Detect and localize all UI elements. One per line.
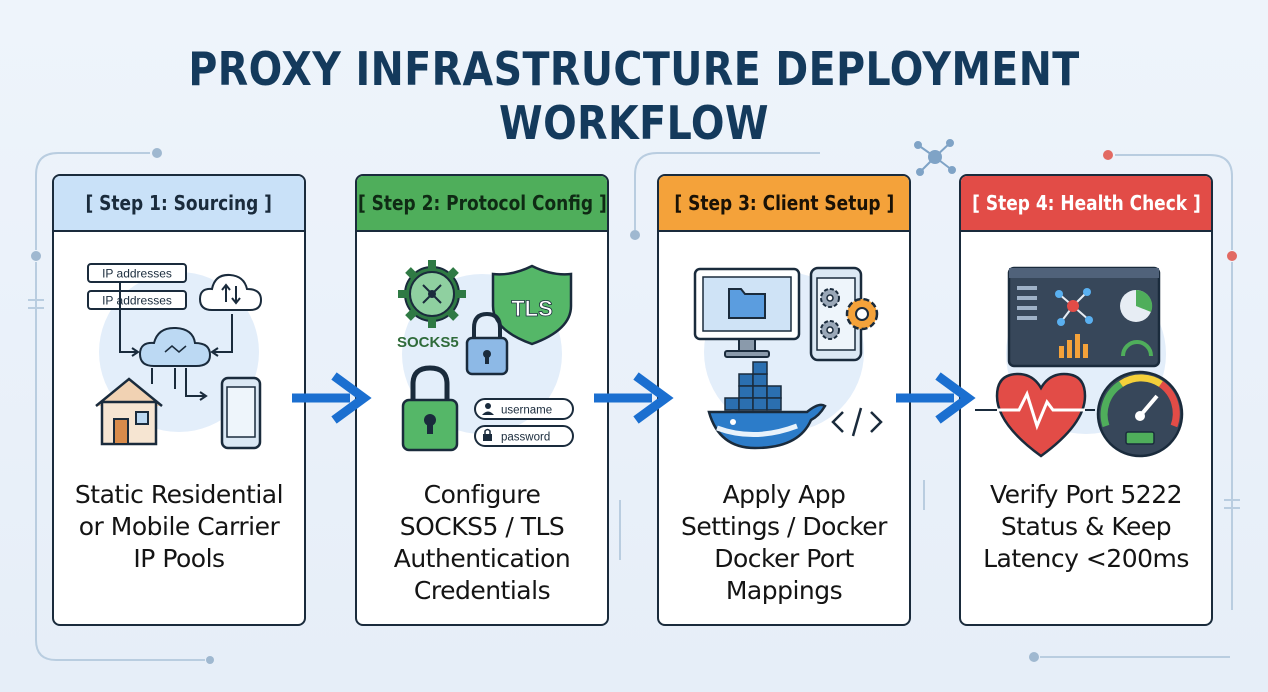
step-header-label: [ Step 1: Sourcing ] xyxy=(85,191,273,215)
ip-label-1: IP addresses xyxy=(102,267,172,281)
page-title: PROXY INFRASTRUCTURE DEPLOYMENT WORKFLOW xyxy=(188,42,1080,150)
step-header-label: [ Step 3: Client Setup ] xyxy=(674,191,894,215)
step-header-label: [ Step 4: Health Check ] xyxy=(971,191,1201,215)
ip-label-2: IP addresses xyxy=(102,294,172,308)
speedometer-icon xyxy=(1096,370,1184,458)
sourcing-illustration: IP addresses IP addresses xyxy=(87,263,263,450)
step-card-health-check: [ Step 4: Health Check ] xyxy=(959,174,1213,626)
docker-whale-icon xyxy=(707,361,827,450)
cloud-network-icon xyxy=(138,326,212,367)
description-line: IP Pools xyxy=(133,544,225,573)
step-header: [ Step 2: Protocol Config ] xyxy=(357,176,607,232)
password-field: password xyxy=(474,425,574,447)
step-card-protocol-config: [ Step 2: Protocol Config ] SOCKS5 TLS xyxy=(355,174,609,626)
flow-arrow-right-icon xyxy=(896,372,976,424)
folder-icon xyxy=(728,288,766,319)
description-line: Credentials xyxy=(413,576,551,605)
large-lock-icon xyxy=(401,365,459,452)
description-line: Mappings xyxy=(725,576,843,605)
gear-icon xyxy=(845,297,879,331)
flow-arrow-right-icon xyxy=(594,372,674,424)
password-label: password xyxy=(501,432,550,444)
description-line: or Mobile Carrier xyxy=(78,512,280,541)
lock-icon xyxy=(465,311,509,376)
description-line: Configure xyxy=(423,480,541,509)
step-description: Apply App Settings / Docker Docker Port … xyxy=(669,479,899,607)
shield-icon: TLS xyxy=(491,264,573,346)
description-line: Status & Keep xyxy=(1000,512,1172,541)
house-icon xyxy=(95,377,163,446)
code-icon xyxy=(831,407,883,437)
description-line: Authentication xyxy=(393,544,571,573)
health-check-illustration xyxy=(975,266,1184,458)
description-line: SOCKS5 / TLS xyxy=(399,512,565,541)
step-header: [ Step 3: Client Setup ] xyxy=(659,176,909,232)
step-header-label: [ Step 2: Protocol Config ] xyxy=(357,191,607,215)
socks5-label: SOCKS5 xyxy=(397,334,459,351)
username-label: username xyxy=(501,405,552,417)
flow-arrow-right-icon xyxy=(292,372,372,424)
description-line: Docker Port xyxy=(714,544,854,573)
gear-network-icon xyxy=(398,260,466,328)
step-header: [ Step 4: Health Check ] xyxy=(961,176,1211,232)
step-description: Static Residential or Mobile Carrier IP … xyxy=(64,479,294,575)
smartphone-icon xyxy=(220,376,262,450)
description-line: Latency <200ms xyxy=(983,544,1189,573)
description-line: Static Residential xyxy=(74,480,284,509)
description-line: Settings / Docker xyxy=(681,512,887,541)
step-header: [ Step 1: Sourcing ] xyxy=(54,176,304,232)
protocol-illustration: SOCKS5 TLS username password xyxy=(397,260,574,452)
description-line: Verify Port 5222 xyxy=(990,480,1183,509)
client-setup-illustration xyxy=(693,266,883,450)
network-node-icon xyxy=(914,139,956,176)
heart-pulse-icon xyxy=(975,372,1095,458)
step-card-sourcing: [ Step 1: Sourcing ] IP addresses IP add… xyxy=(52,174,306,626)
username-field: username xyxy=(474,398,574,420)
step-description: Configure SOCKS5 / TLS Authentication Cr… xyxy=(367,479,597,607)
tls-label: TLS xyxy=(511,296,553,321)
step-description: Verify Port 5222 Status & Keep Latency <… xyxy=(971,479,1201,575)
step-card-client-setup: [ Step 3: Client Setup ] xyxy=(657,174,911,626)
cloud-sync-icon xyxy=(198,273,263,311)
description-line: Apply App xyxy=(722,480,846,509)
dashboard-icon xyxy=(1007,266,1161,368)
phone-settings-icon xyxy=(809,266,863,362)
